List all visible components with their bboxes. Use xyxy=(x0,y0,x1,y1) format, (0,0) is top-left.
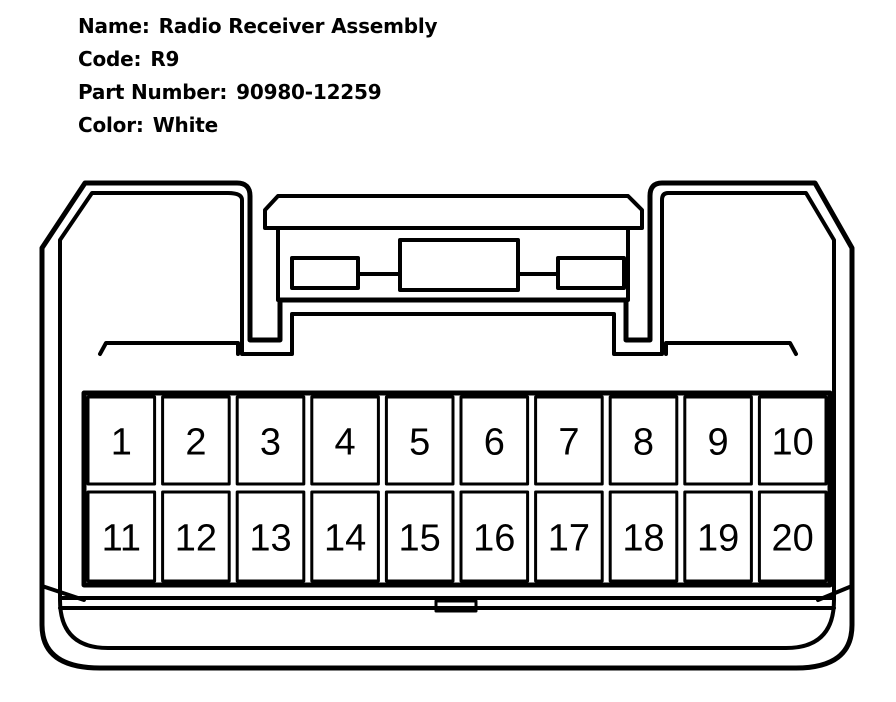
pin-cavity-16 xyxy=(459,490,530,583)
latch-tab-right xyxy=(556,256,626,290)
right-shoulder-notch xyxy=(664,341,798,356)
connector-info: Name: Radio Receiver Assembly Code: R9 Par… xyxy=(78,10,438,142)
pin-cavity-2 xyxy=(161,395,231,486)
color-row: Color: White xyxy=(78,109,437,142)
connector-housing-inner-outline xyxy=(58,191,836,650)
pin-cavity-13 xyxy=(235,490,306,583)
code-label: Code: xyxy=(78,47,142,71)
pin-cavity-18 xyxy=(608,490,679,583)
bottom-key-slot xyxy=(434,599,478,613)
pin-label-2: 2 xyxy=(185,422,206,464)
pin-cavity-15 xyxy=(384,490,455,583)
pin-label-5: 5 xyxy=(409,422,430,464)
pin-cavity-19 xyxy=(683,490,753,583)
pin-label-16: 16 xyxy=(473,518,515,560)
pin-label-11: 11 xyxy=(102,518,141,560)
pin-grid-border xyxy=(81,390,833,588)
connector-housing-outline xyxy=(39,180,855,671)
part-number-label: Part Number: xyxy=(78,80,228,104)
pin-cavity-4 xyxy=(310,395,380,486)
pin-label-18: 18 xyxy=(622,518,664,560)
pin-cavity-20 xyxy=(757,490,828,583)
pin-cavity-8 xyxy=(608,395,679,486)
pin-label-19: 19 xyxy=(697,518,739,560)
part-number-value: 90980-12259 xyxy=(236,80,382,104)
pin-label-9: 9 xyxy=(708,422,729,464)
pin-cavity-14 xyxy=(310,490,380,583)
pin-cavity-10 xyxy=(757,395,828,486)
pin-label-8: 8 xyxy=(633,422,654,464)
color-value: White xyxy=(152,113,218,137)
pin-label-15: 15 xyxy=(399,518,441,560)
latch-housing xyxy=(276,226,630,302)
pin-cavity-17 xyxy=(534,490,604,583)
name-label: Name: xyxy=(78,14,150,38)
name-value: Radio Receiver Assembly xyxy=(158,14,438,38)
name-row: Name: Radio Receiver Assembly xyxy=(78,10,438,43)
latch-button xyxy=(398,238,520,292)
latch-frame xyxy=(263,194,644,230)
color-label: Color: xyxy=(78,113,144,137)
pin-label-1: 1 xyxy=(111,422,132,464)
pin-label-17: 17 xyxy=(548,518,590,560)
left-shoulder-notch xyxy=(98,341,240,356)
pin-cavity-9 xyxy=(683,395,753,486)
pin-label-3: 3 xyxy=(260,422,281,464)
pin-cavity-5 xyxy=(384,395,455,486)
latch-tab-left xyxy=(290,256,360,290)
code-row: Code: R9 xyxy=(78,43,437,76)
pin-cavity-11 xyxy=(86,490,157,583)
pin-cavity-3 xyxy=(235,395,306,486)
pin-label-12: 12 xyxy=(175,518,217,560)
part-number-row: Part Number: 90980-12259 xyxy=(78,76,437,109)
latch-assembly xyxy=(263,194,644,302)
pin-label-10: 10 xyxy=(772,422,814,464)
pin-label-6: 6 xyxy=(484,422,505,464)
pin-label-13: 13 xyxy=(249,518,291,560)
pin-cavity-7 xyxy=(534,395,604,486)
pin-cavity-12 xyxy=(161,490,231,583)
pin-label-14: 14 xyxy=(324,518,366,560)
pin-label-4: 4 xyxy=(335,422,356,464)
pin-cavity-1 xyxy=(86,395,157,486)
pin-label-7: 7 xyxy=(558,422,579,464)
code-value: R9 xyxy=(150,47,180,71)
pin-label-20: 20 xyxy=(772,518,814,560)
pin-cavity-6 xyxy=(459,395,530,486)
